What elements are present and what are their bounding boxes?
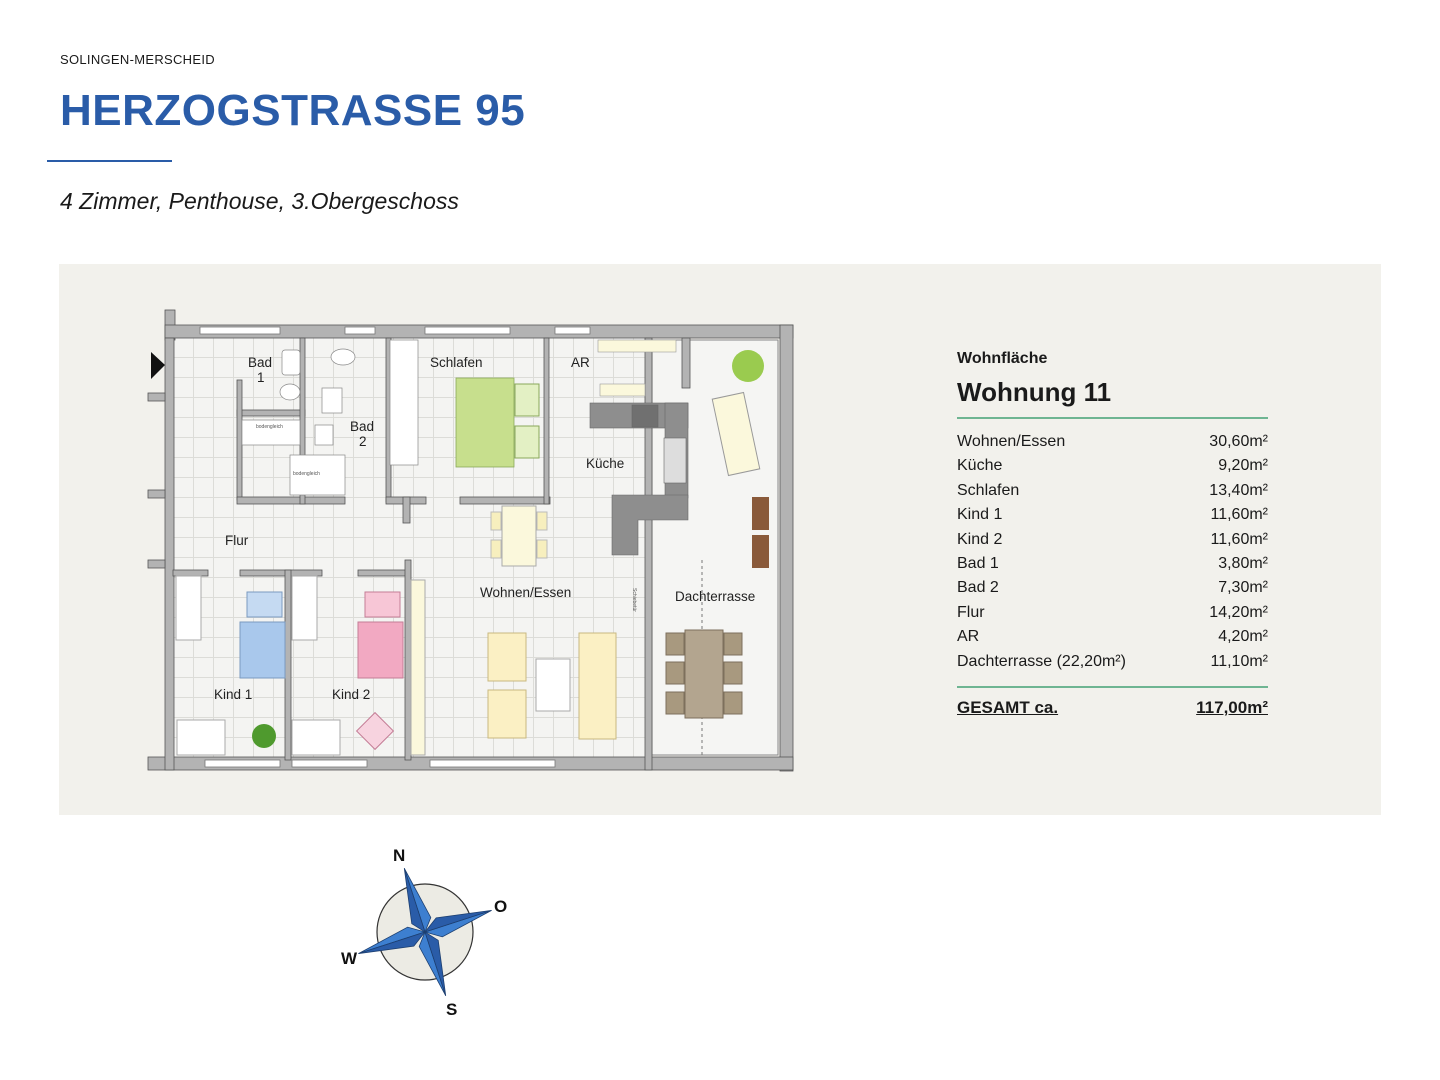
kitchen-counter xyxy=(589,402,689,556)
plant-icon xyxy=(732,350,764,382)
room-label-kueche: Küche xyxy=(586,456,624,471)
room-size: 4,20m² xyxy=(1218,628,1268,646)
total-value: 117,00m² xyxy=(1196,697,1268,717)
room-name: Bad 2 xyxy=(957,579,999,597)
area-table: Wohnen/Essen 30,60m² Küche 9,20m² Schlafen… xyxy=(957,430,1268,674)
area-kicker: Wohnfläche xyxy=(957,350,1048,367)
room-label-wohnen: Wohnen/Essen xyxy=(480,585,571,600)
desk xyxy=(291,719,341,756)
room-label-dachterrasse: Dachterrasse xyxy=(675,589,755,604)
desk xyxy=(176,719,226,756)
apartment-subtitle: 4 Zimmer, Penthouse, 3.Obergeschoss xyxy=(60,188,459,214)
flower-box xyxy=(752,497,769,530)
bathroom-fixtures xyxy=(241,339,419,496)
room-name: AR xyxy=(957,628,980,646)
room-name: Kind 1 xyxy=(957,506,1003,524)
total-row: GESAMT ca. 117,00m² xyxy=(957,698,1268,718)
room-label-kind2: Kind 2 xyxy=(332,687,370,702)
page-title: HERZOGSTRASSE 95 xyxy=(60,86,526,135)
pillow xyxy=(514,383,540,417)
room-size: 3,80m² xyxy=(1218,554,1268,572)
terrace-table xyxy=(684,629,724,719)
sun-lounger xyxy=(711,391,761,477)
area-row: Wohnen/Essen 30,60m² xyxy=(957,430,1268,454)
room-name: Schlafen xyxy=(957,481,1020,499)
room-name: Wohnen/Essen xyxy=(957,433,1066,450)
room-label-bad1-number: 1 xyxy=(257,370,265,385)
room-label-bad2: Bad xyxy=(350,419,374,434)
area-summary: Wohnfläche Wohnung 11 Wohnen/Essen 30,60m… xyxy=(957,350,1268,718)
pillow xyxy=(514,425,540,459)
compass-s: S xyxy=(446,1000,457,1019)
area-row: Küche 9,20m² xyxy=(957,454,1268,478)
plant-icon xyxy=(252,724,276,748)
total-label: GESAMT ca. xyxy=(957,697,1059,717)
room-name: Bad 1 xyxy=(957,554,999,572)
entrance-arrow-icon xyxy=(151,352,165,379)
room-size: 14,20m² xyxy=(1209,603,1268,621)
compass-w: W xyxy=(341,949,358,968)
area-row: AR 4,20m² xyxy=(957,625,1268,649)
compass-o: O xyxy=(494,897,507,916)
room-label-kind1: Kind 1 xyxy=(214,687,252,702)
area-row: Kind 2 11,60m² xyxy=(957,528,1268,552)
room-label-schlafen: Schlafen xyxy=(430,355,483,370)
room-label-flur: Flur xyxy=(225,533,249,548)
area-row: Bad 2 7,30m² xyxy=(957,576,1268,600)
flower-box xyxy=(752,535,769,568)
shower-note: bodengleich xyxy=(293,471,320,477)
compass-n: N xyxy=(393,846,405,865)
terrace-chairs xyxy=(665,632,743,715)
sofa-set xyxy=(487,632,617,740)
room-size: 9,20m² xyxy=(1218,457,1268,475)
kid-bed-blue xyxy=(239,621,286,679)
room-name: Kind 2 xyxy=(957,530,1003,548)
room-size: 13,40m² xyxy=(1209,481,1268,499)
wardrobe xyxy=(175,575,202,641)
area-row: Bad 1 3,80m² xyxy=(957,552,1268,576)
room-label-ar: AR xyxy=(571,355,590,370)
room-label-bad2-number: 2 xyxy=(359,434,367,449)
room-label-bad1: Bad xyxy=(248,355,272,370)
kid-pillow-pink xyxy=(364,591,401,618)
title-divider xyxy=(47,160,172,162)
area-row: Schlafen 13,40m² xyxy=(957,479,1268,503)
room-size: 11,10m² xyxy=(1210,652,1268,670)
room-size: 11,60m² xyxy=(1210,506,1268,524)
kid-bed-pink xyxy=(357,621,404,679)
room-name: Flur xyxy=(957,603,985,621)
area-row: Kind 1 11,60m² xyxy=(957,503,1268,527)
double-bed xyxy=(455,377,515,468)
ar-shelf xyxy=(597,339,677,353)
divider xyxy=(957,417,1268,419)
coffee-table xyxy=(535,658,571,712)
area-row: Flur 14,20m² xyxy=(957,601,1268,625)
location-label: SOLINGEN-MERSCHEID xyxy=(60,52,215,67)
dining-table xyxy=(501,505,537,567)
kid-pillow-blue xyxy=(246,591,283,618)
armchair xyxy=(355,711,395,751)
unit-title: Wohnung 11 xyxy=(957,377,1112,407)
sideboard xyxy=(410,579,426,756)
room-size: 7,30m² xyxy=(1218,579,1268,597)
compass-rose-icon: N O W S xyxy=(341,846,507,1019)
room-name: Küche xyxy=(957,457,1003,475)
room-name: Dachterrasse (22,20m²) xyxy=(957,652,1126,670)
wardrobe xyxy=(291,575,318,641)
windows xyxy=(199,326,591,768)
ar-shelf xyxy=(599,383,646,397)
room-size: 30,60m² xyxy=(1209,433,1268,450)
shower-note: bodengleich xyxy=(256,424,283,430)
room-size: 11,60m² xyxy=(1210,530,1268,548)
sliding-door-note: Schiebetür xyxy=(631,588,637,612)
divider xyxy=(957,685,1268,688)
dining-chairs xyxy=(490,511,548,559)
area-row: Dachterrasse (22,20m²) 11,10m² xyxy=(957,650,1268,674)
